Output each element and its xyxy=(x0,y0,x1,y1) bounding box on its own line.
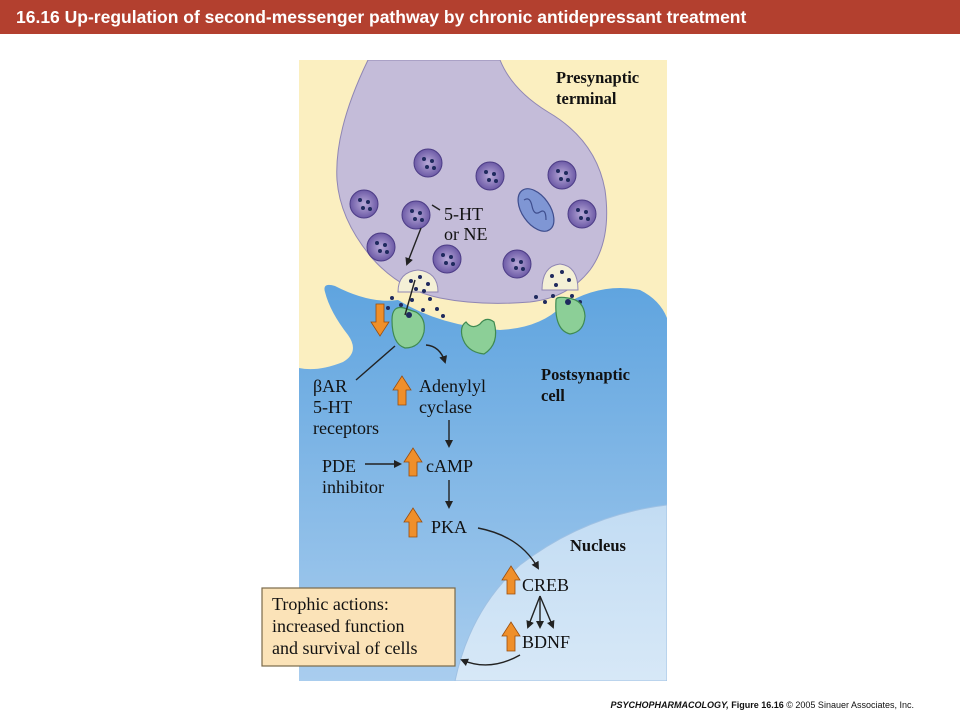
trophic-actions-line2: increased function xyxy=(272,616,404,636)
synaptic-vesicles xyxy=(349,148,597,279)
vesicle xyxy=(401,200,431,230)
release-pointer xyxy=(404,279,416,316)
presynaptic-terminal xyxy=(336,60,608,304)
vesicle-label-leader xyxy=(431,204,441,211)
nucleus-label: Nucleus xyxy=(570,536,627,555)
vesicle xyxy=(432,244,462,274)
vesicle xyxy=(413,148,443,178)
presynaptic-label-line2: terminal xyxy=(556,89,617,108)
adenylyl-cyclase-label-line2: cyclase xyxy=(419,397,472,417)
bdnf-to-trophic-arrow xyxy=(460,654,521,667)
pde-inhibitor-label: PDE xyxy=(322,456,356,476)
receptors-label-line3: receptors xyxy=(313,418,379,438)
receptor-right xyxy=(555,296,586,335)
pde-inhibitor-label-line2: inhibitor xyxy=(322,477,384,497)
slide-title: 16.16 Up-regulation of second-messenger … xyxy=(0,0,960,34)
receptor-middle xyxy=(460,318,497,355)
neurotransmitter-label: 5-HT xyxy=(444,204,483,224)
credit-book: PSYCHOPHARMACOLOGY, xyxy=(610,700,729,710)
creb-label: CREB xyxy=(522,575,569,595)
neurotransmitter-label-line2: or NE xyxy=(444,224,488,244)
trophic-actions-line1: Trophic actions: xyxy=(272,594,389,614)
release-arrow xyxy=(405,227,422,266)
pka-label: PKA xyxy=(431,517,467,537)
up-arrow-icon xyxy=(403,447,423,477)
receptor-label-leader xyxy=(355,345,396,381)
camp-label: cAMP xyxy=(426,456,473,476)
mitochondrion-icon xyxy=(517,188,555,232)
down-arrow-icon xyxy=(370,303,390,337)
receptor-left xyxy=(391,306,425,349)
up-arrow-icon xyxy=(501,565,521,595)
up-arrow-icon xyxy=(392,375,412,406)
receptor-to-ac-arrow xyxy=(425,344,448,364)
vesicle xyxy=(502,249,532,279)
receptors-label: βAR xyxy=(313,376,347,396)
vesicle xyxy=(475,161,505,191)
adenylyl-cyclase-label: Adenylyl xyxy=(419,376,486,396)
release-site-left xyxy=(397,269,439,293)
receptors-label-line2: 5-HT xyxy=(313,397,352,417)
vesicle xyxy=(547,160,577,190)
creb-to-bdnf-arrow-1 xyxy=(526,595,541,629)
up-arrow-icon xyxy=(501,621,521,652)
up-arrow-icon xyxy=(403,507,423,538)
neurotransmitter-molecules xyxy=(379,294,582,320)
trophic-actions-box xyxy=(261,587,456,667)
vesicle xyxy=(349,189,379,219)
pka-to-creb-arrow xyxy=(477,527,539,570)
credit-figure: Figure 16.16 xyxy=(731,700,784,710)
credit-copyright: © 2005 Sinauer Associates, Inc. xyxy=(786,700,914,710)
vesicle xyxy=(366,232,396,262)
postsynaptic-label-line2: cell xyxy=(541,386,565,405)
release-site-right xyxy=(541,263,579,291)
bdnf-label: BDNF xyxy=(522,632,570,652)
postsynaptic-label: Postsynaptic xyxy=(541,365,630,384)
trophic-actions-line3: and survival of cells xyxy=(272,638,417,658)
figure-credit: PSYCHOPHARMACOLOGY, Figure 16.16 © 2005 … xyxy=(611,700,914,710)
vesicle xyxy=(567,199,597,229)
presynaptic-label: Presynaptic xyxy=(556,68,639,87)
creb-to-bdnf-arrow-3 xyxy=(539,595,555,629)
